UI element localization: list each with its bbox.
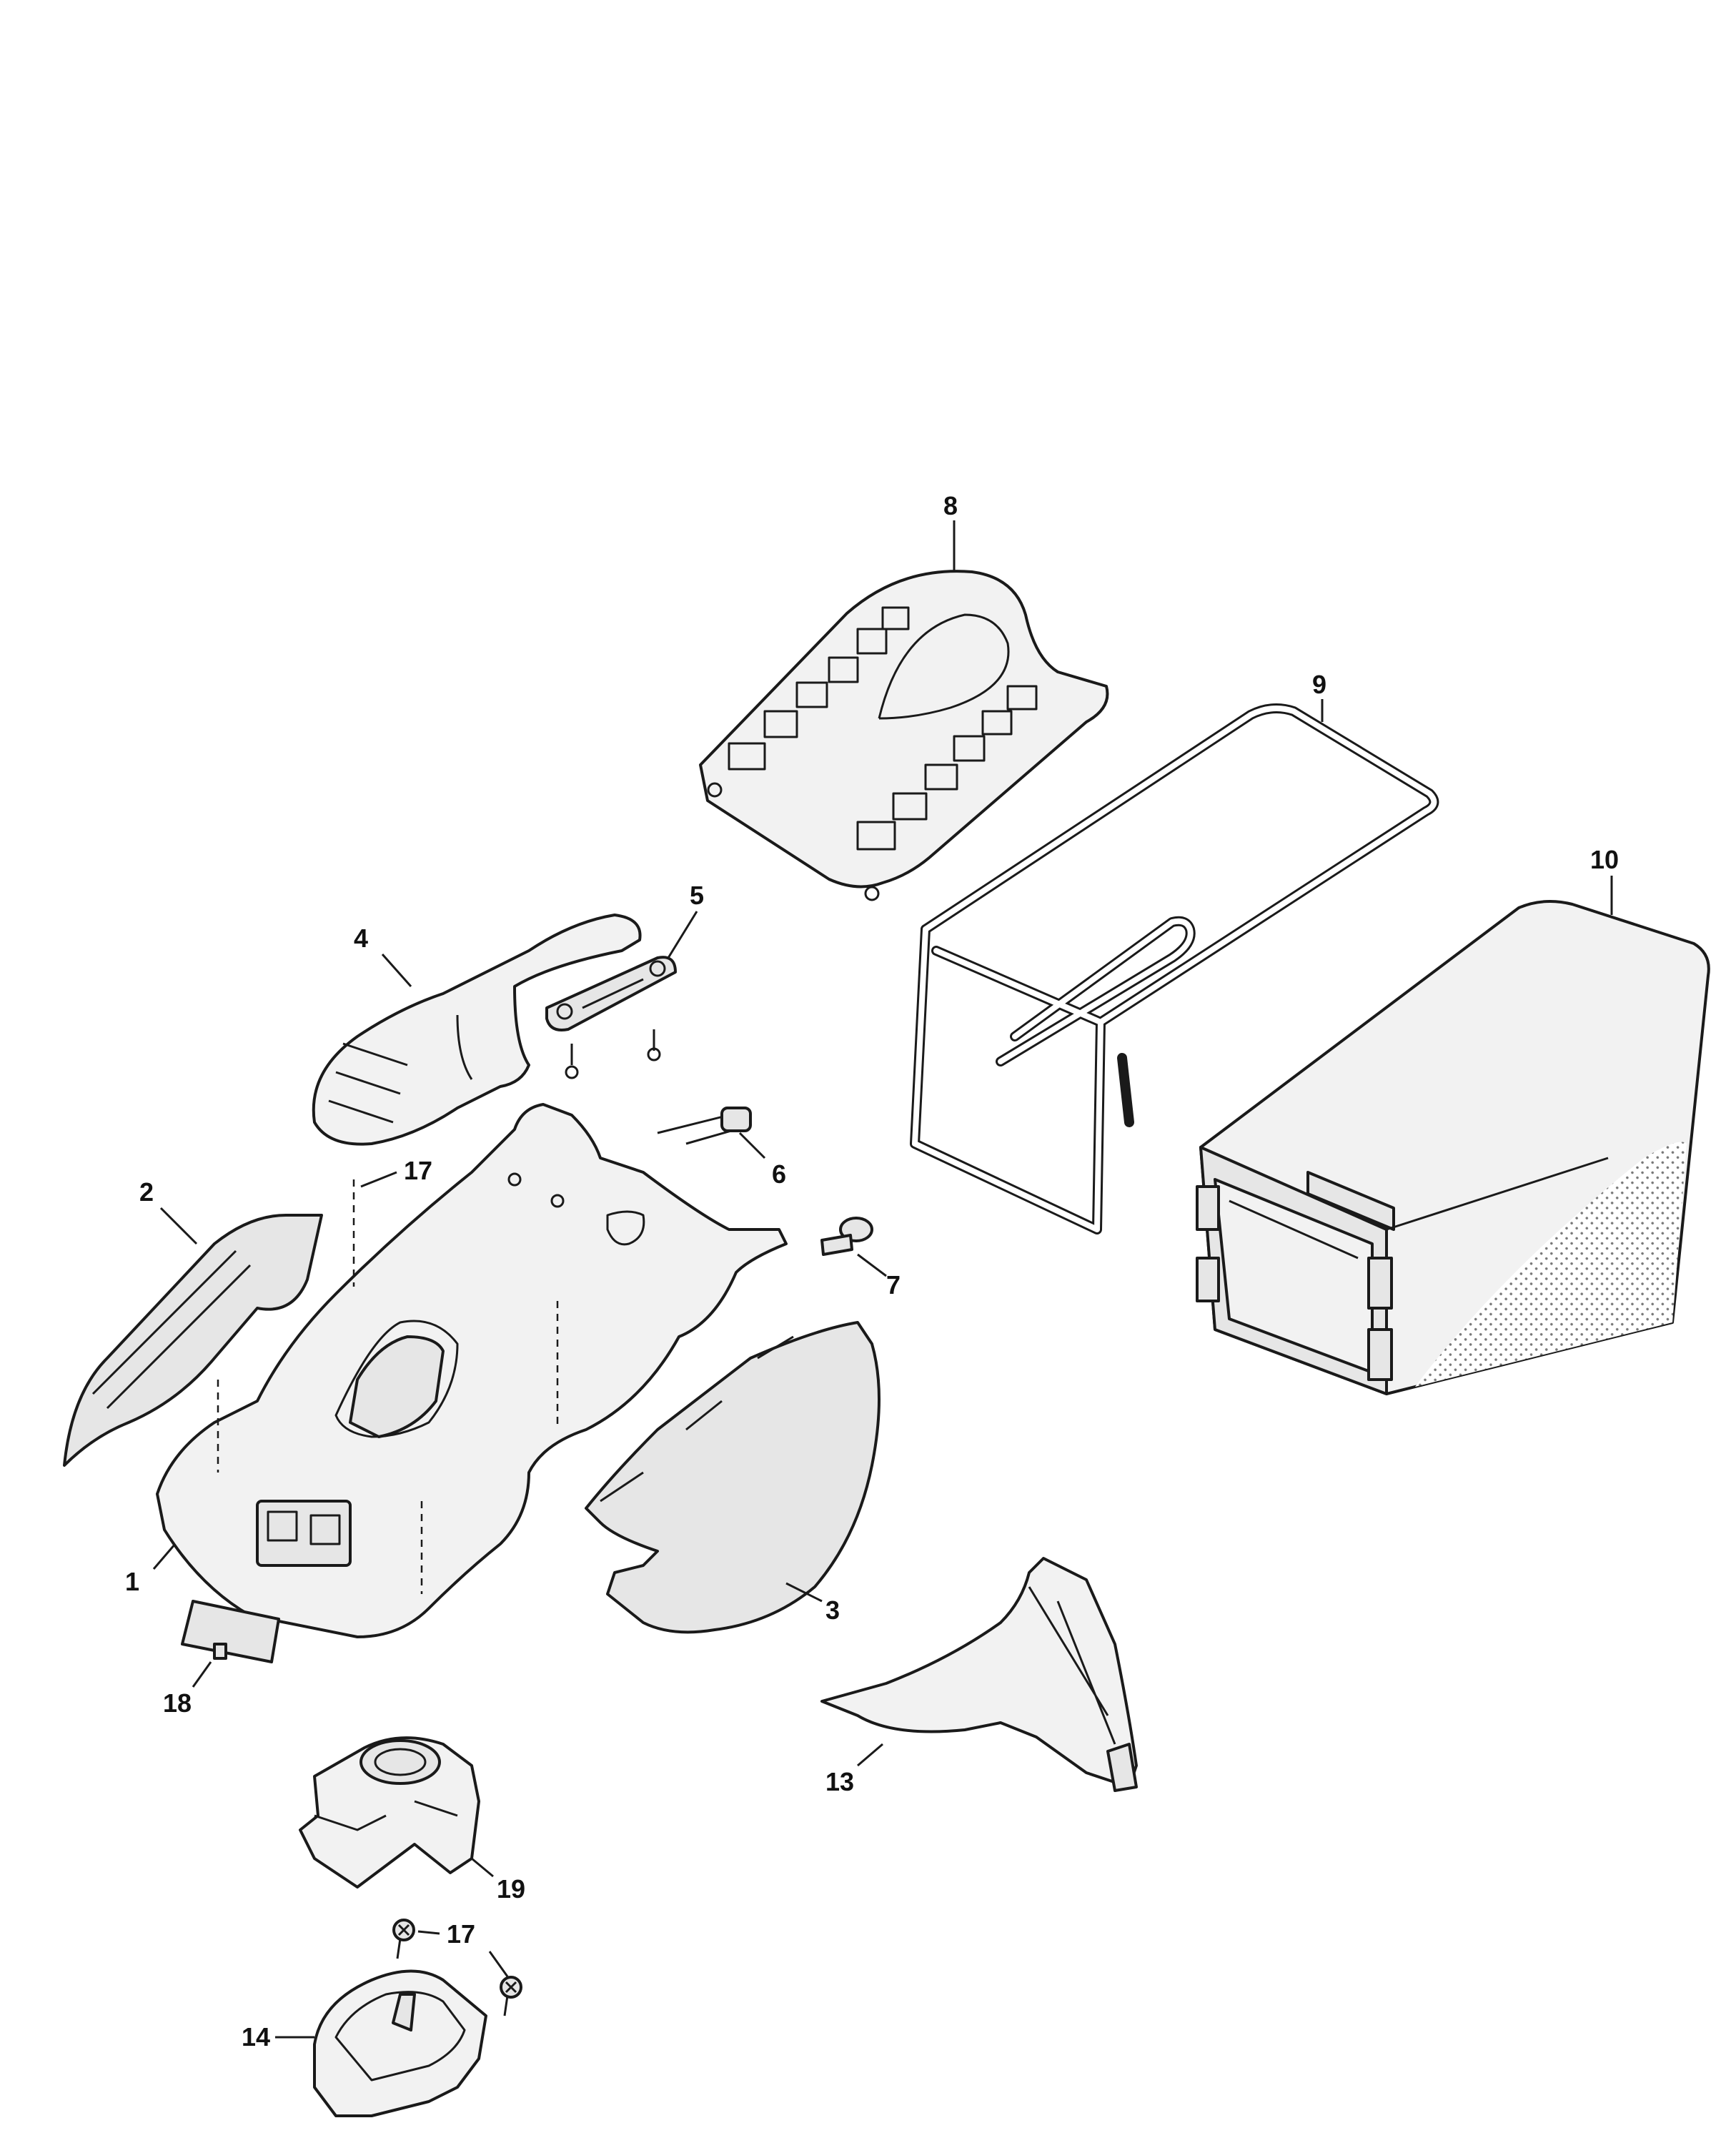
callout-19: 19	[497, 1874, 525, 1904]
part-4-handle-cover[interactable]	[312, 914, 642, 1146]
lid-warning-decals-left	[728, 606, 910, 771]
assembly-dash-lines	[217, 1179, 559, 1594]
callout-10: 10	[1590, 845, 1619, 874]
part-3-side-panel-right[interactable]	[585, 1321, 881, 1634]
part-6-spring[interactable]	[657, 1107, 752, 1145]
part-2-side-panel-left[interactable]	[63, 1214, 323, 1467]
callout-labels: 8 9 10 4 5 6 17 2 7 1 3 18 13 19 17 14	[125, 491, 1619, 2052]
callout-7: 7	[886, 1270, 901, 1300]
part-17-screws-lower[interactable]	[392, 1919, 522, 2016]
callout-9: 9	[1312, 670, 1326, 699]
callout-2: 2	[139, 1177, 154, 1207]
callout-17-lower: 17	[447, 1919, 475, 1949]
callout-8: 8	[943, 491, 958, 520]
lid-warning-decals-right	[856, 685, 1038, 851]
part-14-motor-housing[interactable]	[313, 1969, 487, 2117]
callout-13: 13	[825, 1767, 854, 1796]
part-18-cover-plug[interactable]	[181, 1600, 280, 1663]
callout-5: 5	[690, 881, 704, 910]
part-8-grass-box-lid[interactable]	[699, 570, 1109, 901]
callout-6: 6	[772, 1159, 786, 1189]
callout-4: 4	[354, 924, 368, 953]
part-1-main-body[interactable]	[156, 1103, 788, 1638]
callout-17-upper: 17	[404, 1156, 432, 1185]
part-10-grass-box[interactable]	[1196, 900, 1710, 1395]
part-5-mounting-plate[interactable]	[545, 956, 677, 1079]
callout-18: 18	[163, 1688, 192, 1718]
callout-14: 14	[242, 2022, 270, 2052]
leader-lines	[152, 520, 1613, 2039]
callout-3: 3	[825, 1595, 840, 1625]
callout-1: 1	[125, 1567, 139, 1596]
part-19-motor-cover[interactable]	[299, 1736, 480, 1889]
part-7-bolt[interactable]	[820, 1217, 873, 1256]
part-9-grass-box-frame[interactable]	[910, 703, 1439, 1234]
part-13-chute-flap[interactable]	[820, 1557, 1138, 1792]
